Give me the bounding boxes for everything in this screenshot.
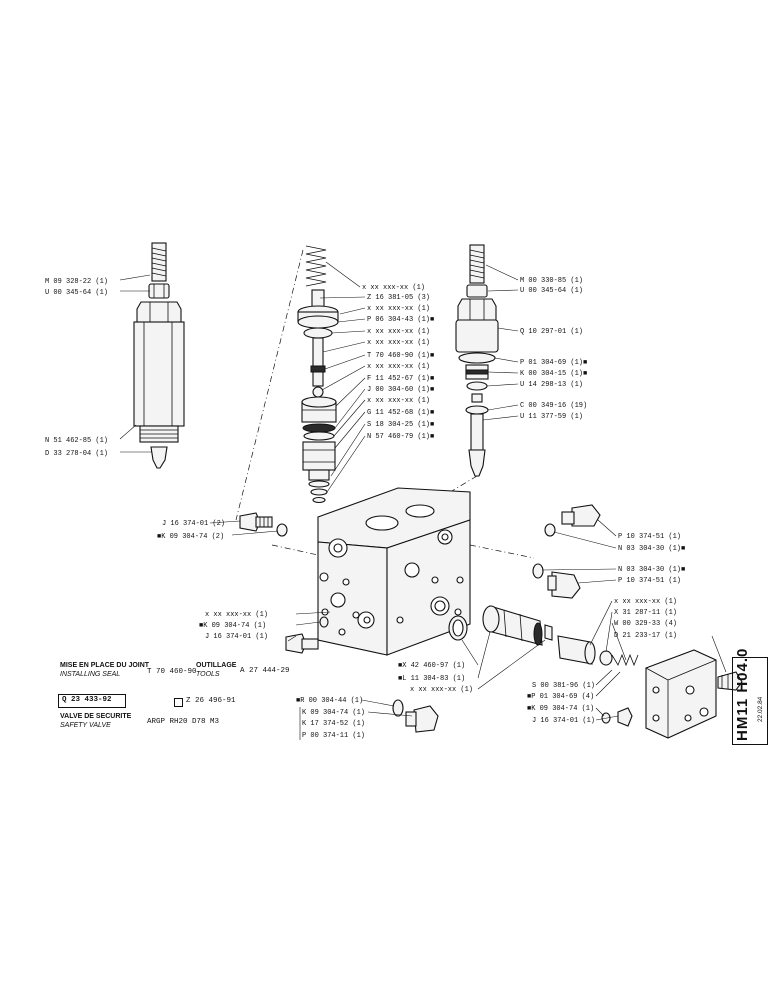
- callout-label: ■P 01 304-69 (4): [527, 693, 594, 701]
- center-assembly-leaders: [235, 249, 366, 521]
- callout-label: ■K 09 304-74 (1): [199, 622, 266, 630]
- tools-ref: A 27 444-29: [240, 667, 290, 675]
- callout-label: x xx xxx-xx (1): [367, 305, 430, 313]
- callout-label: M 09 328-22 (1): [45, 278, 108, 286]
- callout-label: W 00 329-33 (4): [614, 620, 677, 628]
- seal-title-fr: MISE EN PLACE DU JOINT: [60, 662, 150, 669]
- callout-labels: M 09 328-22 (1) U 00 345-64 (1) N 51 462…: [45, 277, 685, 740]
- callout-label: ■K 09 304-74 (2): [157, 533, 224, 541]
- valve-title-fr: VALVE DE SECURITE: [60, 713, 132, 720]
- callout-label: S 00 381-96 (1): [532, 682, 595, 690]
- callout-label: x xx xxx-xx (1): [367, 339, 430, 347]
- callout-label: ■L 11 304-83 (1): [398, 675, 465, 683]
- callout-label: x xx xxx-xx (1): [614, 598, 677, 606]
- callout-label: Z 16 381-05 (3): [367, 294, 430, 302]
- callout-label: x xx xxx-xx (1): [410, 686, 473, 694]
- checkbox-icon: [174, 698, 183, 707]
- cover-assembly: [557, 600, 743, 739]
- callout-label: P 06 304-43 (1)■: [367, 316, 434, 324]
- callout-label: F 11 452-67 (1)■: [367, 375, 434, 383]
- alt-reference-number: Z 26 496-91: [186, 697, 236, 705]
- callout-label: ■K 09 304-74 (1): [527, 705, 594, 713]
- seal-tool-ref: T 70 460-90: [147, 668, 197, 676]
- callout-label: D 21 233-17 (1): [614, 632, 677, 640]
- callout-label: S 18 304-25 (1)■: [367, 421, 434, 429]
- sheet-code: HM11 H04.0: [734, 647, 751, 741]
- callout-label: T 70 460-90 (1)■: [367, 352, 434, 360]
- callout-label: N 03 304-30 (1)■: [618, 566, 685, 574]
- left-assembly-leaders: [119, 274, 152, 453]
- callout-label: P 10 374-51 (1): [618, 577, 681, 585]
- callout-label: ■X 42 460-97 (1): [398, 662, 465, 670]
- callout-label: J 16 374-01 (2): [162, 520, 225, 528]
- callout-label: U 11 377-59 (1): [520, 413, 583, 421]
- callout-label: x xx xxx-xx (1): [367, 328, 430, 336]
- plug-bottom: [299, 699, 439, 740]
- callout-label: K 00 304-15 (1)■: [520, 370, 587, 378]
- plug-left-bottom: [285, 611, 331, 654]
- callout-label: G 11 452-68 (1)■: [367, 409, 434, 417]
- callout-label: P 01 304-69 (1)■: [520, 359, 587, 367]
- cartridge-assembly: [448, 605, 553, 690]
- valve-body-block: [317, 487, 471, 656]
- callout-label: N 51 462-85 (1): [45, 437, 108, 445]
- callout-label: N 03 304-30 (1)■: [618, 545, 685, 553]
- callout-label: x xx xxx-xx (1): [362, 284, 425, 292]
- callout-label: x xx xxx-xx (1): [367, 397, 430, 405]
- callout-label: x xx xxx-xx (1): [367, 363, 430, 371]
- plug-left-top: [209, 512, 319, 556]
- tools-label-en: TOOLS: [196, 671, 220, 678]
- callout-label: J 16 374-01 (1): [205, 633, 268, 641]
- sheet-date: 22.02.84: [757, 696, 764, 722]
- callout-label: Q 10 297-01 (1): [520, 328, 583, 336]
- model-ref: ARGP RH20 D78 M3: [147, 718, 220, 726]
- callout-label: N 57 460-79 (1)■: [367, 433, 434, 441]
- seal-title-en: INSTALLING SEAL: [60, 671, 121, 678]
- valve-title-en: SAFETY VALVE: [60, 722, 111, 729]
- callout-label: X 31 287-11 (1): [614, 609, 677, 617]
- callout-label: U 00 345-64 (1): [45, 289, 108, 297]
- callout-label: P 00 374-11 (1): [302, 732, 365, 740]
- callout-label: M 00 330-85 (1): [520, 277, 583, 285]
- center-valve-assembly: [297, 245, 339, 504]
- tools-label-fr: OUTILLAGE: [196, 662, 237, 669]
- callout-label: J 00 304-60 (1)■: [367, 386, 434, 394]
- callout-label: ■R 00 304-44 (1): [296, 697, 363, 705]
- callout-label: C 00 349-16 (19): [520, 402, 587, 410]
- plugs-right: [469, 504, 617, 599]
- reference-box: [58, 694, 126, 708]
- callout-label: D 33 278-04 (1): [45, 450, 108, 458]
- callout-label: J 16 374-01 (1): [532, 717, 595, 725]
- callout-label: P 10 374-51 (1): [618, 533, 681, 541]
- reference-number: Q 23 433-92: [62, 696, 112, 704]
- callout-label: U 00 345-64 (1): [520, 287, 583, 295]
- sheet-code-box: [732, 657, 768, 745]
- callout-label: K 17 374-52 (1): [302, 720, 365, 728]
- callout-label: U 14 298-13 (1): [520, 381, 583, 389]
- left-cartridge-assembly: [133, 242, 185, 469]
- callout-label: x xx xxx-xx (1): [205, 611, 268, 619]
- callout-label: K 09 304-74 (1): [302, 709, 365, 717]
- right-cartridge-assembly: [455, 244, 499, 477]
